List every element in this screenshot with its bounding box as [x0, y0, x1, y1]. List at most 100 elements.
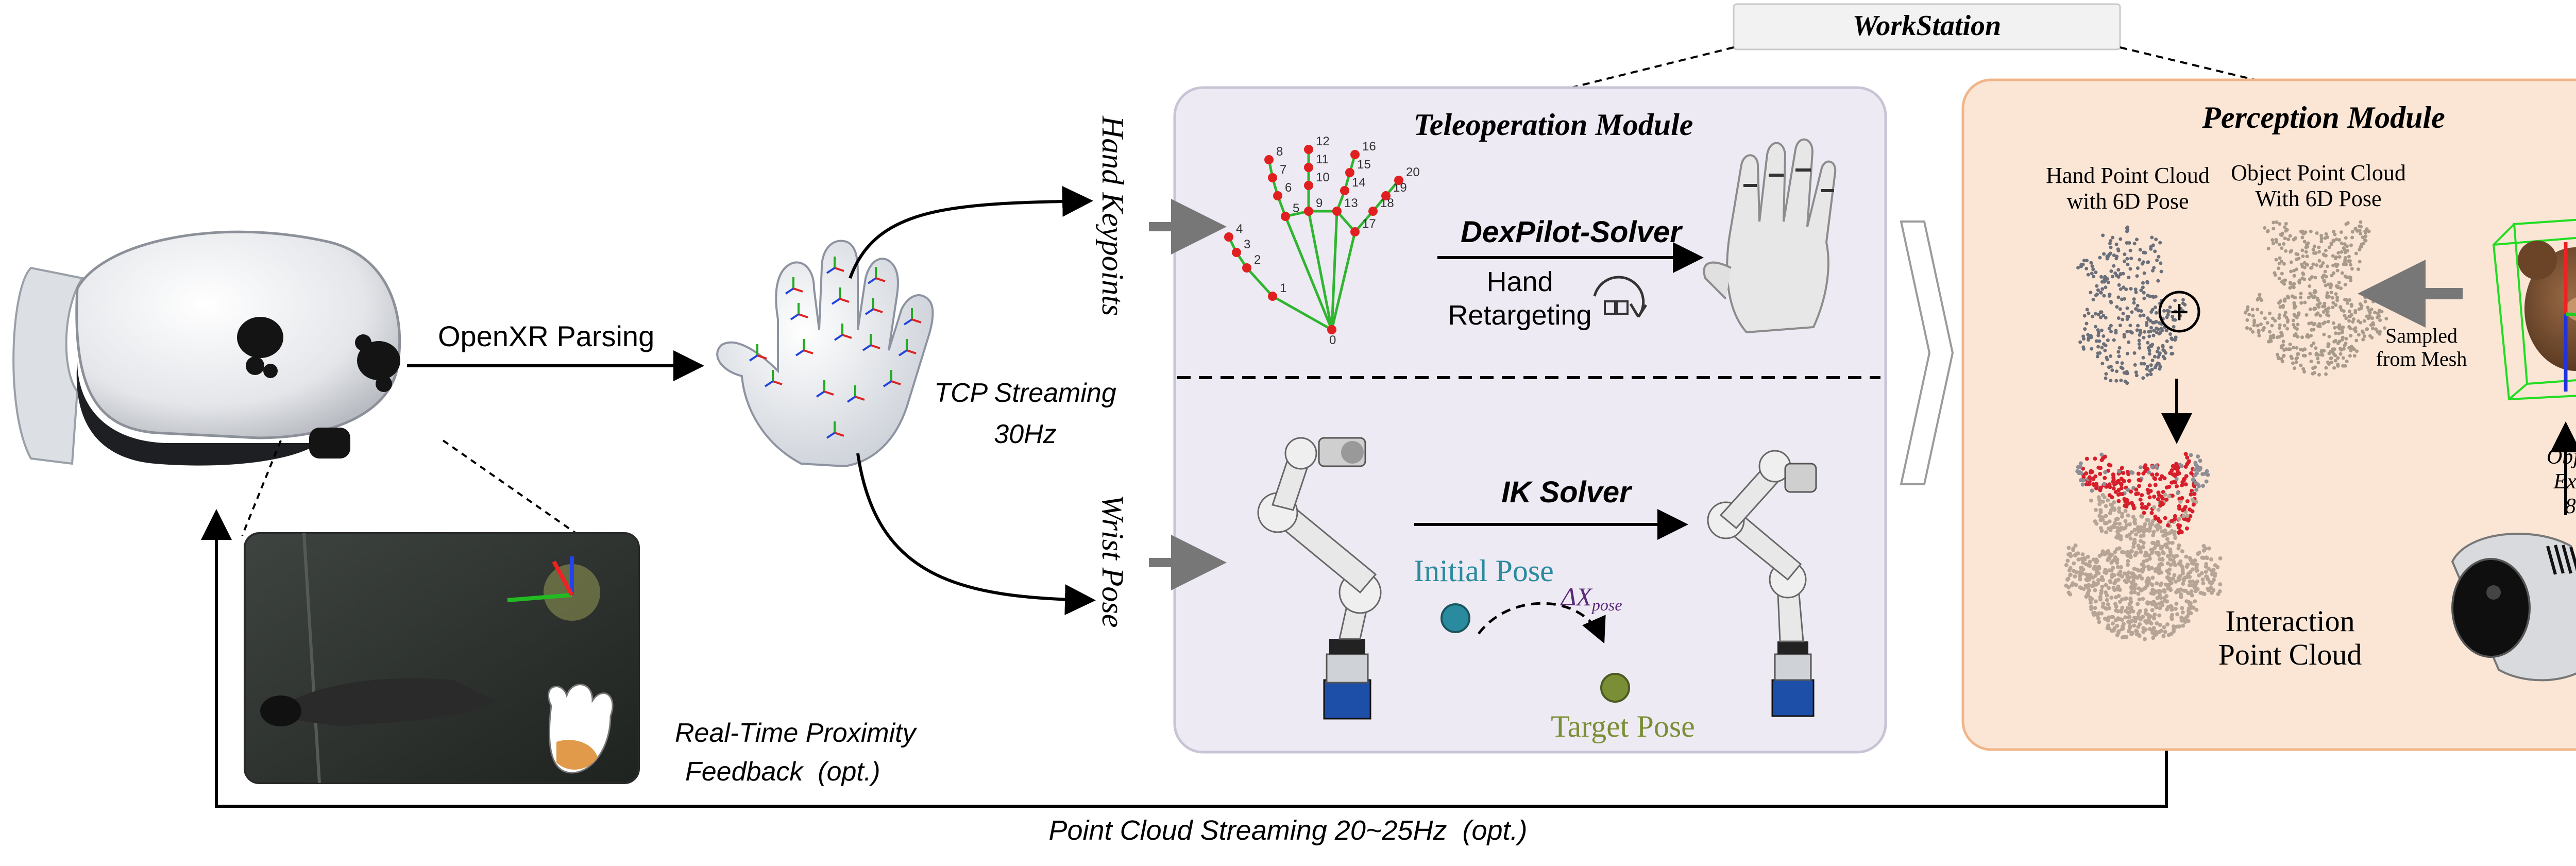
object-pc-point [2342, 347, 2346, 351]
interaction-pc-point [2136, 591, 2141, 596]
interaction-pc-point [2100, 456, 2105, 461]
interaction-pc-point [2110, 572, 2114, 577]
interaction-pc-point [2141, 471, 2146, 476]
hand-pc-point [2095, 284, 2099, 288]
feedback-connector-right [442, 439, 581, 537]
interaction-pc-point [2171, 624, 2176, 629]
object-pc-point [2279, 346, 2283, 350]
hand-pc-point [2086, 273, 2090, 277]
hand-pc-point [2121, 312, 2125, 316]
object-pc-point [2320, 275, 2325, 279]
object-pc-point [2260, 311, 2264, 315]
interaction-pc-point [2166, 605, 2171, 609]
interaction-pc-point [2178, 559, 2183, 564]
interaction-pc-point [2158, 606, 2162, 610]
hand-pc-point [2096, 288, 2100, 292]
hand-pc-point [2159, 269, 2163, 274]
hand-pc-point [2115, 305, 2119, 309]
hand-point-cloud [2076, 225, 2187, 385]
headset-sensor-2 [263, 364, 278, 378]
interaction-pc-point [2162, 625, 2166, 630]
interaction-pc-point [2129, 470, 2133, 474]
interaction-pc-point [2157, 567, 2162, 572]
skeleton-keypoint-number: 0 [1329, 333, 1336, 347]
hand-pc-point [2170, 352, 2174, 356]
interaction-pc-point [2133, 521, 2138, 526]
interaction-pc-point [2156, 497, 2160, 501]
object-pc-point [2312, 328, 2316, 332]
interaction-pc-point [2123, 609, 2128, 613]
skeleton-keypoint-number: 3 [1244, 237, 1250, 251]
object-pc-point [2283, 236, 2287, 241]
hand-pc-point [2106, 338, 2110, 342]
hand-pc-point [2128, 248, 2132, 252]
object-pc-point [2365, 314, 2369, 318]
hand-pc-point [2135, 274, 2139, 278]
interaction-pc-point [2163, 630, 2167, 634]
obj-pc-label-line1: Object Point Cloud [2231, 160, 2406, 185]
interaction-pc-point [2076, 557, 2081, 562]
skeleton-keypoint [1304, 207, 1313, 216]
skeleton-keypoint [1332, 207, 1342, 216]
interaction-pc-point [2087, 482, 2091, 486]
object-pc-point [2384, 317, 2388, 320]
interaction-pc-point [2131, 506, 2136, 511]
interaction-pc-point [2103, 470, 2108, 474]
interaction-pc-point [2176, 466, 2180, 470]
object-pc-point [2309, 266, 2313, 270]
object-with-bbox: Y X Z [2492, 218, 2576, 401]
hand-pc-point [2138, 248, 2142, 252]
interaction-pc-point [2111, 586, 2116, 590]
interaction-pc-point [2174, 590, 2179, 595]
hand-pc-point [2107, 327, 2111, 331]
hand-pc-point [2123, 259, 2126, 263]
interaction-pc-point [2119, 534, 2123, 539]
interaction-pc-point [2078, 566, 2083, 570]
object-pc-point [2302, 232, 2306, 236]
hand-pc-point [2111, 275, 2115, 279]
interaction-pc-point [2195, 563, 2199, 567]
object-pc-point [2312, 371, 2316, 375]
object-pc-point [2343, 250, 2347, 254]
object-pc-point [2280, 304, 2284, 309]
interaction-pc-point [2112, 506, 2116, 511]
object-pc-point [2323, 269, 2327, 274]
interaction-pc-point [2202, 592, 2207, 596]
object-pc-point [2259, 322, 2263, 326]
hand-pc-point [2158, 241, 2162, 245]
object-pc-point [2269, 334, 2273, 338]
headset-facial-interface [76, 361, 319, 466]
scene-real-hand [556, 740, 598, 770]
object-pc-point [2281, 354, 2285, 358]
interaction-pc-point [2078, 465, 2083, 469]
object-pc-point [2288, 234, 2292, 238]
skeleton-keypoint [1304, 181, 1313, 190]
interaction-pc-point [2085, 592, 2090, 597]
interaction-pc-point [2170, 519, 2174, 523]
interaction-pc-point [2187, 459, 2191, 464]
hand-pc-point [2151, 268, 2155, 273]
interaction-pc-point [2099, 452, 2104, 457]
interaction-pc-point [2179, 530, 2184, 534]
interaction-pc-point [2108, 463, 2113, 468]
object-pc-point [2277, 356, 2281, 361]
interaction-pc-point [2193, 558, 2197, 563]
object-pc-point [2305, 254, 2309, 259]
interaction-pc-point [2132, 528, 2137, 532]
interaction-pc-point [2128, 625, 2132, 630]
interaction-pc-point [2164, 497, 2169, 502]
interaction-pc-point [2180, 571, 2185, 575]
obj-pose-label-line3: 8~12Hz [2565, 495, 2576, 518]
interaction-pc-point [2145, 583, 2149, 588]
interaction-pc-point [2170, 494, 2175, 498]
object-pc-point [2336, 251, 2341, 255]
interaction-pc-point [2109, 596, 2114, 600]
interaction-pc-point [2163, 599, 2167, 603]
object-pc-point [2277, 316, 2281, 320]
object-pc-point [2349, 349, 2353, 352]
object-pc-point [2349, 263, 2352, 267]
workstation-connector-left [1561, 46, 1734, 91]
object-pc-point [2246, 305, 2250, 309]
hand-pc-point [2098, 291, 2103, 294]
hand-pc-point [2163, 356, 2166, 361]
